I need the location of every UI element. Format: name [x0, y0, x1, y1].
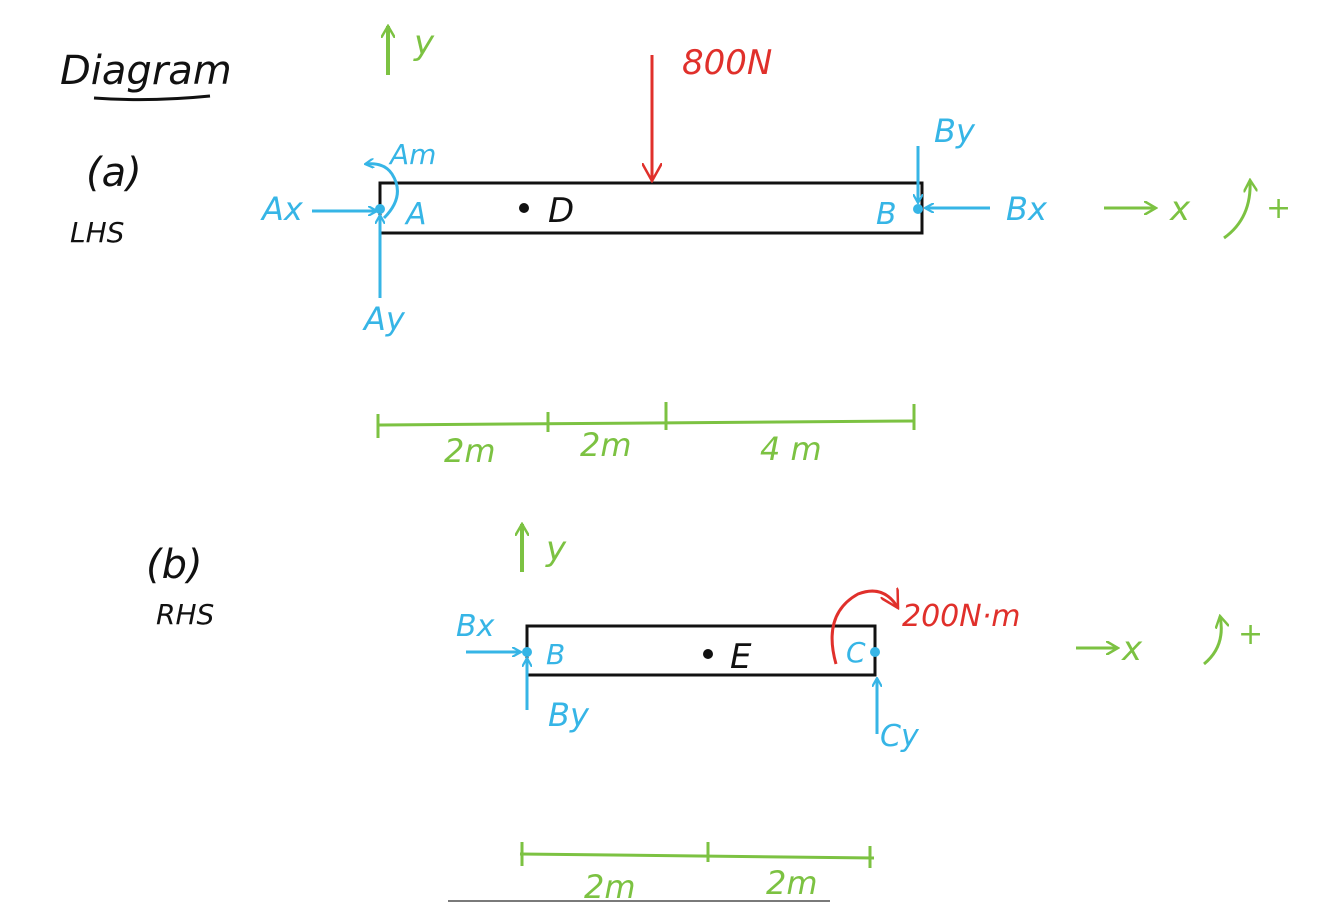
- dimension-line-a: [377, 419, 915, 427]
- dimension-label-b-1: 2m: [766, 864, 818, 902]
- panel-b-side-label: RHS: [156, 598, 214, 631]
- force-bx-label-b: Bx: [456, 609, 495, 644]
- title-underline: [93, 94, 211, 102]
- load-label-800n: 800N: [682, 43, 772, 83]
- sign-rotation-arrow-b: [1203, 616, 1221, 666]
- axis-y-label-b: y: [545, 529, 567, 569]
- axis-x-label-b: x: [1121, 629, 1143, 669]
- point-a-label: A: [404, 197, 427, 232]
- force-ay-label: Ay: [362, 300, 406, 338]
- force-by-label-a: By: [934, 112, 976, 150]
- point-c-dot: [870, 647, 880, 657]
- panel-b-tag: (b): [146, 542, 203, 588]
- point-b-label: B: [876, 197, 897, 232]
- axis-x-label-a: x: [1169, 189, 1191, 229]
- dimension-label-a-1: 2m: [580, 426, 632, 464]
- point-b-dot-b: [522, 647, 532, 657]
- centroid-d-dot: [519, 203, 529, 213]
- centroid-e-dot: [703, 649, 713, 659]
- beam-ab: [378, 181, 924, 235]
- point-b-dot: [913, 204, 923, 214]
- panel-a-tag: (a): [86, 150, 142, 196]
- dimension-line-b: [519, 852, 875, 860]
- moment-200nm-arrow: [830, 591, 898, 665]
- force-by-label-b: By: [548, 696, 590, 734]
- point-b-label-b: B: [546, 638, 565, 671]
- bottom-edge-rule: [448, 900, 830, 902]
- force-cy-label: Cy: [880, 719, 920, 754]
- moment-am-arrow: [366, 164, 399, 220]
- panel-a-side-label: LHS: [70, 216, 124, 249]
- panel-a: (a) LHS y 800N A Am Ax Ay D B By Bx: [70, 23, 1291, 470]
- centroid-d-label: D: [548, 191, 574, 231]
- axis-y-label-a: y: [413, 23, 435, 63]
- dimension-label-a-0: 2m: [444, 432, 496, 470]
- moment-am-label: Am: [388, 138, 436, 171]
- force-bx-label-a: Bx: [1006, 190, 1048, 228]
- force-ax-label: Ax: [260, 190, 304, 228]
- point-c-label: C: [846, 636, 866, 669]
- panel-b: (b) RHS y B Bx By E C 200N·m Cy x +: [146, 524, 1263, 904]
- sign-label-a: +: [1266, 191, 1291, 226]
- beam-bc: [525, 624, 877, 677]
- centroid-e-label: E: [730, 637, 752, 677]
- moment-200nm-label: 200N·m: [902, 599, 1020, 634]
- dimension-label-b-0: 2m: [584, 868, 636, 904]
- point-a-dot: [375, 204, 385, 214]
- sign-label-b: +: [1238, 617, 1263, 652]
- dimension-label-a-2: 4 m: [760, 430, 822, 468]
- diagram-title: Diagram: [60, 48, 232, 94]
- sign-rotation-arrow-a: [1223, 180, 1250, 240]
